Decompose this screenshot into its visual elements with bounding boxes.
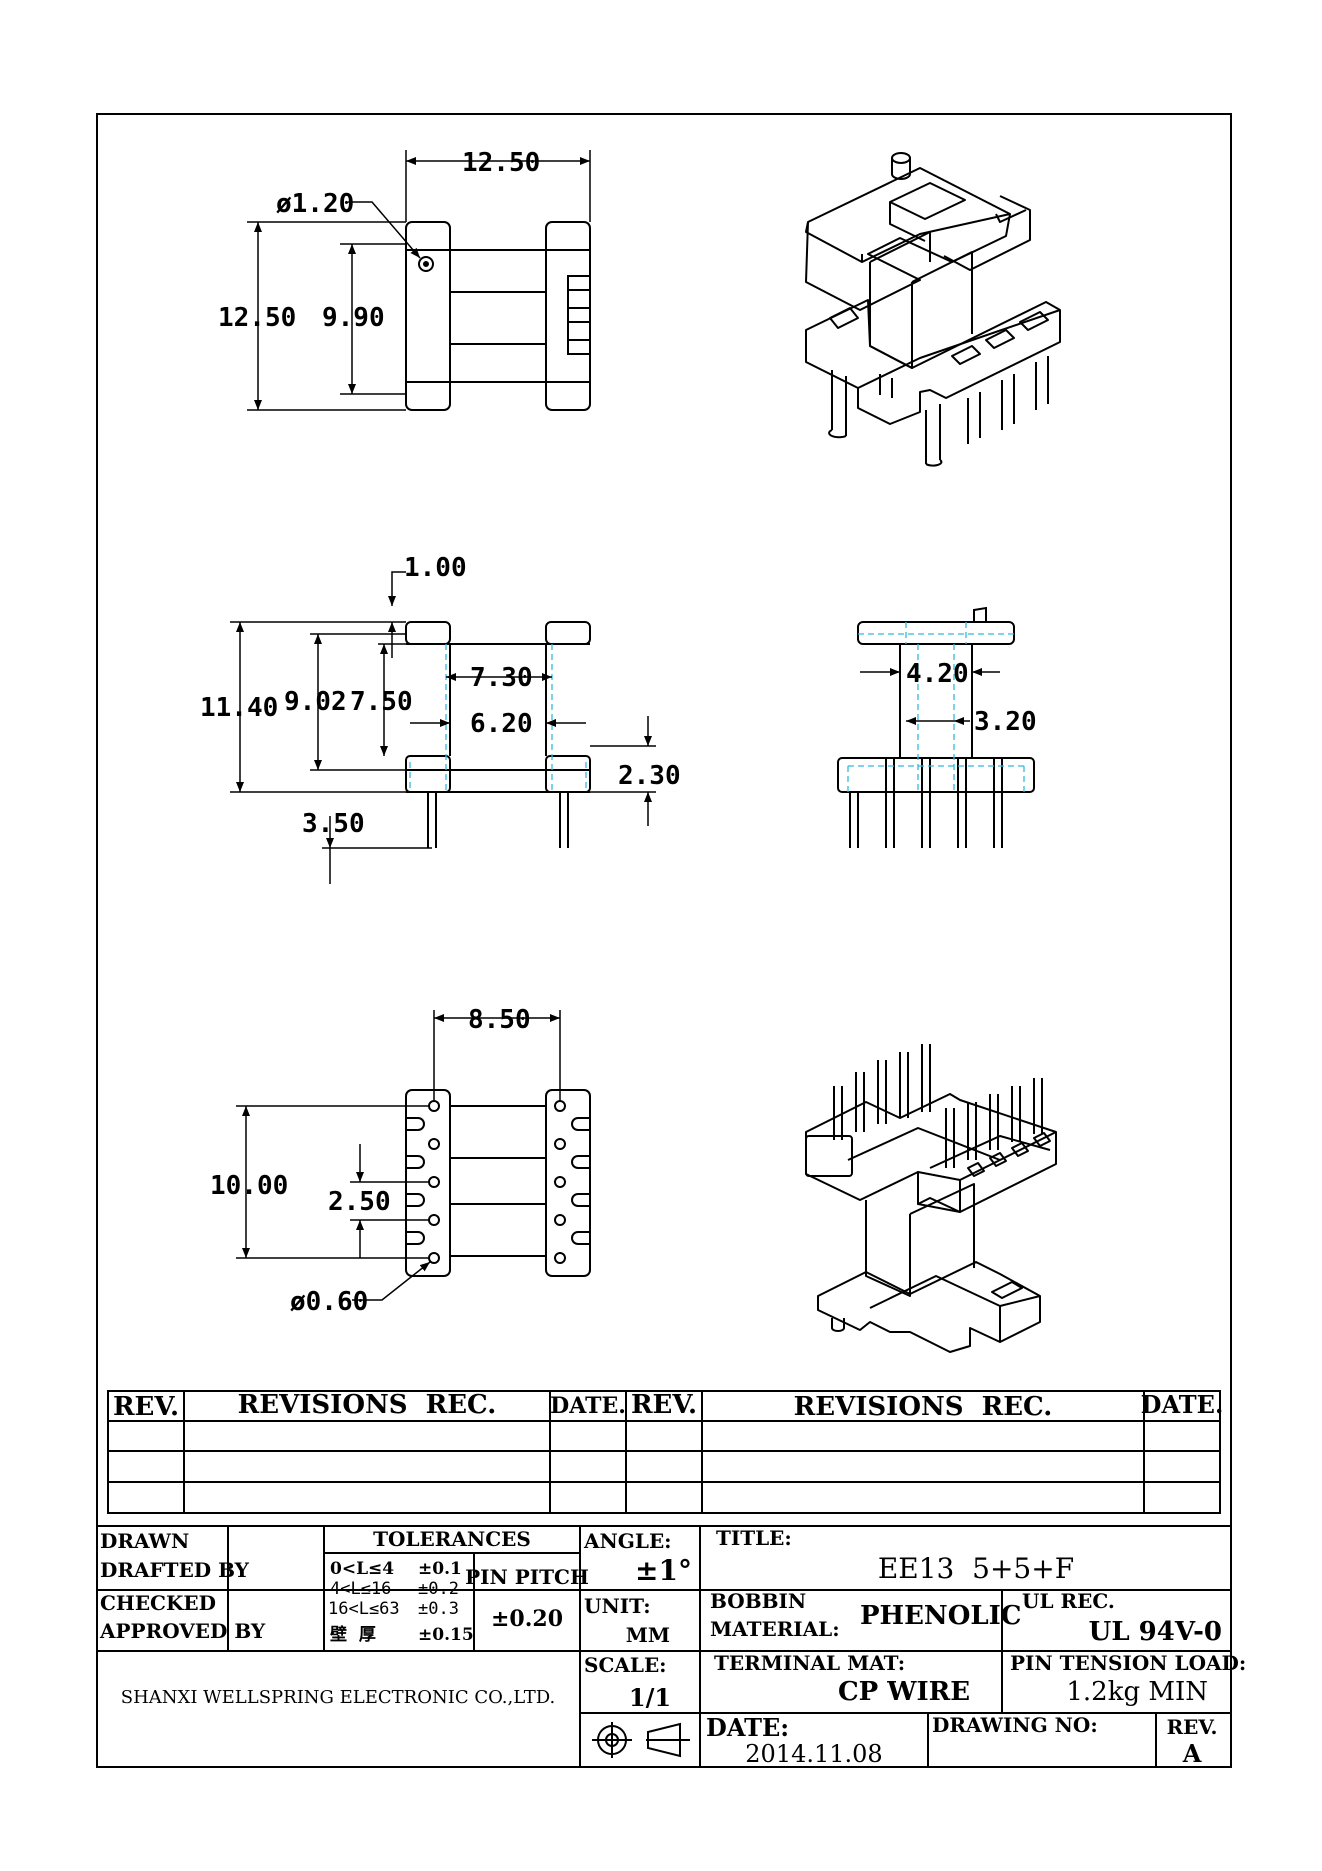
tb-scale-value: 1/1 bbox=[629, 1683, 671, 1712]
dim-pin-length: 3.50 bbox=[302, 809, 365, 839]
tb-tension-label: PIN TENSION LOAD: bbox=[1010, 1651, 1246, 1675]
tb-rev-label: REV. bbox=[1167, 1715, 1218, 1739]
tb-bobbin-label-2: MATERIAL: bbox=[710, 1617, 840, 1641]
dim-total-height: 11.40 bbox=[200, 693, 278, 723]
dim-inner-width: 7.30 bbox=[470, 663, 533, 693]
tb-tol-range-3: 16<L≤63 bbox=[328, 1599, 400, 1619]
tb-drawn-label: DRAWN bbox=[100, 1529, 189, 1553]
dim-top-height: 12.50 bbox=[218, 303, 296, 333]
front-view bbox=[405, 621, 591, 848]
dim-top-width: 12.50 bbox=[462, 148, 540, 178]
tb-unit-value: MM bbox=[626, 1623, 670, 1647]
dim-core-inner: 3.20 bbox=[974, 707, 1037, 737]
tb-terminal-value: CP WIRE bbox=[838, 1677, 970, 1707]
tb-tension-value: 1.2kg MIN bbox=[1066, 1677, 1208, 1707]
tb-tol-value-1: ±0.1 bbox=[418, 1559, 462, 1579]
tb-tol-range-1: 0<L≤4 bbox=[330, 1559, 394, 1579]
tb-tol-range-2: 4<L≤16 bbox=[330, 1579, 391, 1599]
tb-title-label: TITLE: bbox=[716, 1526, 792, 1550]
dim-pin-pitch: 2.50 bbox=[328, 1187, 391, 1217]
tb-tol-value-3: ±0.3 bbox=[418, 1599, 459, 1619]
dim-height-750: 7.50 bbox=[350, 687, 413, 717]
tb-approved-by-label: APPROVED BY bbox=[99, 1619, 266, 1643]
front-view-dims bbox=[230, 571, 656, 884]
rev-header-rev-1: REV. bbox=[113, 1392, 179, 1422]
dim-height-902: 9.02 bbox=[284, 687, 347, 717]
isometric-view-bottom bbox=[805, 1044, 1057, 1353]
title-block bbox=[97, 1525, 1231, 1767]
rev-header-revisions-1: REVISIONS REC. bbox=[238, 1390, 497, 1420]
tb-unit-label: UNIT: bbox=[584, 1594, 651, 1618]
bottom-view bbox=[405, 1089, 591, 1277]
dim-top-hole-dia: ø1.20 bbox=[276, 189, 354, 219]
revisions-table bbox=[107, 1390, 1221, 1514]
tb-checked-label: CHECKED bbox=[100, 1591, 216, 1615]
bottom-view-dims bbox=[236, 1010, 561, 1301]
dim-flange-thickness: 1.00 bbox=[404, 553, 467, 583]
dim-top-inner-height: 9.90 bbox=[322, 303, 385, 333]
tb-tol-value-2: ±0.2 bbox=[418, 1579, 459, 1599]
tb-terminal-label: TERMINAL MAT: bbox=[714, 1651, 905, 1675]
tb-title-value: EE13 5+5+F bbox=[878, 1552, 1074, 1585]
side-view bbox=[837, 606, 1035, 848]
tb-date-label: DATE: bbox=[706, 1713, 789, 1742]
tb-tolerances-label: TOLERANCES bbox=[373, 1527, 531, 1551]
dim-core-outer: 4.20 bbox=[906, 659, 969, 689]
tb-bobbin-label-1: BOBBIN bbox=[710, 1589, 806, 1613]
tb-company: SHANXI WELLSPRING ELECTRONIC CO.,LTD. bbox=[121, 1687, 556, 1708]
rev-header-date-1: DATE. bbox=[550, 1393, 626, 1419]
top-view-hole bbox=[418, 256, 434, 272]
tb-drawing-no-label: DRAWING NO: bbox=[932, 1713, 1098, 1737]
tb-pin-pitch-label: PIN PITCH bbox=[465, 1565, 589, 1589]
dim-base-height: 2.30 bbox=[618, 761, 681, 791]
dim-core-width: 6.20 bbox=[470, 709, 533, 739]
sheet-border bbox=[96, 113, 1232, 1768]
tb-date-value: 2014.11.08 bbox=[745, 1740, 882, 1768]
rev-header-revisions-2: REVISIONS REC. bbox=[794, 1392, 1053, 1422]
rev-header-rev-2: REV. bbox=[631, 1390, 697, 1420]
tb-drafted-by-label: DRAFTED BY bbox=[100, 1558, 250, 1582]
rev-header-date-2: DATE. bbox=[1141, 1390, 1224, 1419]
dim-pin-span: 8.50 bbox=[468, 1005, 531, 1035]
dim-row-length: 10.00 bbox=[210, 1171, 288, 1201]
front-view-hidden bbox=[409, 644, 587, 792]
isometric-view-top bbox=[805, 152, 1061, 467]
tb-rev-value: A bbox=[1182, 1739, 1202, 1768]
top-view bbox=[405, 221, 591, 411]
tb-angle-value: ±1° bbox=[635, 1554, 692, 1587]
tb-bobbin-value: PHENOLIC bbox=[860, 1601, 1021, 1631]
side-view-dims bbox=[860, 668, 1000, 725]
tb-ul-label: UL REC. bbox=[1022, 1589, 1115, 1613]
tb-ul-value: UL 94V-0 bbox=[1089, 1617, 1222, 1647]
top-view-dims bbox=[247, 150, 591, 411]
tb-pin-pitch-value: ±0.20 bbox=[491, 1606, 563, 1632]
tb-tol-value-4: ±0.15 bbox=[418, 1625, 474, 1645]
tb-tol-range-4: 壁 厚 bbox=[330, 1624, 376, 1645]
tb-angle-label: ANGLE: bbox=[583, 1529, 672, 1553]
dim-pin-dia: ø0.60 bbox=[290, 1287, 368, 1317]
tb-scale-label: SCALE: bbox=[584, 1653, 667, 1677]
